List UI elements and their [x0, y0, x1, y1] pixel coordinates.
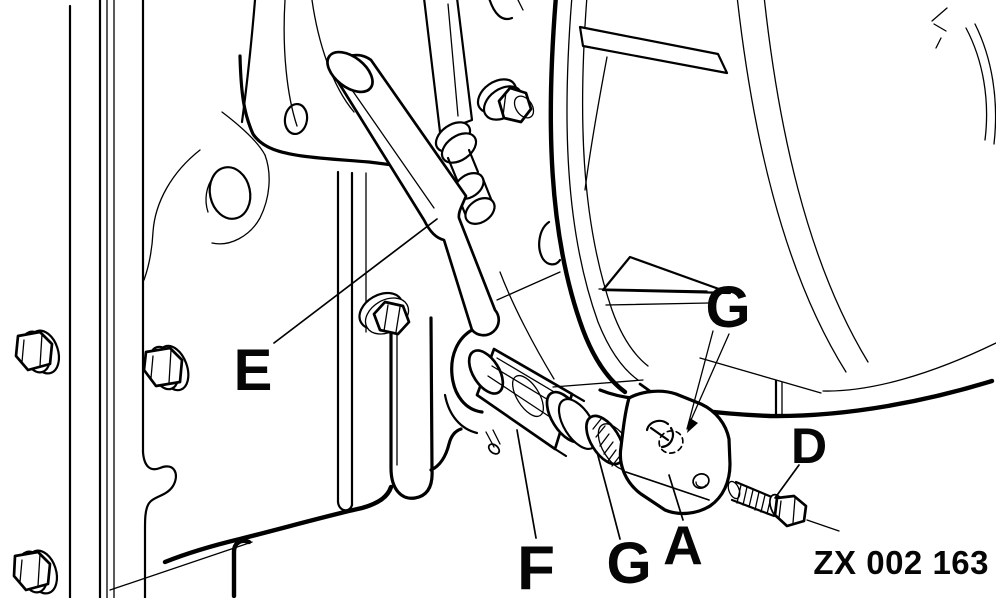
mount-ring	[450, 328, 484, 414]
shift-rod-end-cap	[326, 50, 374, 94]
reference-code: ZX 002 163	[813, 544, 989, 581]
leader-g-bottom	[596, 451, 621, 540]
hex-bolt	[142, 344, 190, 392]
engine-block	[68, 0, 463, 598]
callout-labels: E G D F G A ZX 002 163	[234, 275, 989, 598]
clevis-fork	[488, 0, 514, 21]
shift-linkage	[326, 0, 535, 337]
callout-g-bottom: G	[606, 531, 651, 596]
leader-g-top	[552, 288, 710, 388]
upper-link-rod	[423, 0, 474, 134]
drain-pin	[487, 443, 501, 455]
housing-rib-bottom	[601, 255, 732, 295]
knurl-hatching	[592, 418, 620, 467]
block-bolts	[12, 329, 190, 595]
block-edge-notch	[141, 450, 177, 598]
bolt-threads	[736, 484, 772, 515]
bolt-hex-head	[773, 494, 808, 528]
hex-bolt	[476, 78, 535, 124]
bell-housing-inner-rim	[736, 0, 847, 373]
bolt-d	[727, 480, 840, 532]
hex-bolt	[358, 291, 411, 336]
hex-bolt	[12, 549, 59, 595]
casting-hole-small	[283, 102, 309, 136]
callout-g-top: G	[705, 275, 750, 340]
block-bottom-edge	[162, 484, 394, 565]
sensor-assembly	[443, 271, 732, 516]
bell-housing	[538, 0, 996, 419]
callout-e: E	[234, 338, 273, 403]
leader-g-wedge	[686, 330, 730, 430]
housing-corner-arc	[965, 27, 988, 141]
leader-a	[668, 474, 684, 521]
housing-rib-top	[578, 25, 729, 75]
housing-boss-ear	[538, 220, 562, 266]
callout-a: A	[663, 514, 703, 576]
shift-rod	[330, 53, 501, 337]
seal-ring-hidden	[658, 430, 684, 454]
casting-pocket	[389, 310, 434, 500]
hex-bolt	[14, 329, 61, 375]
leader-f	[516, 429, 537, 539]
leader-d	[774, 464, 800, 499]
seal-ring	[645, 419, 670, 432]
callout-f: F	[517, 534, 555, 598]
bell-housing-outer-rim	[548, 0, 628, 395]
leader-arrowhead	[687, 418, 698, 433]
callout-d: D	[791, 418, 827, 474]
mount-boss-edge	[499, 271, 555, 380]
flange-top-edge	[699, 357, 822, 394]
leader-lines	[273, 218, 800, 540]
casting-outline	[238, 54, 449, 174]
leader-e	[273, 218, 438, 344]
casting-hole-large	[208, 166, 252, 220]
